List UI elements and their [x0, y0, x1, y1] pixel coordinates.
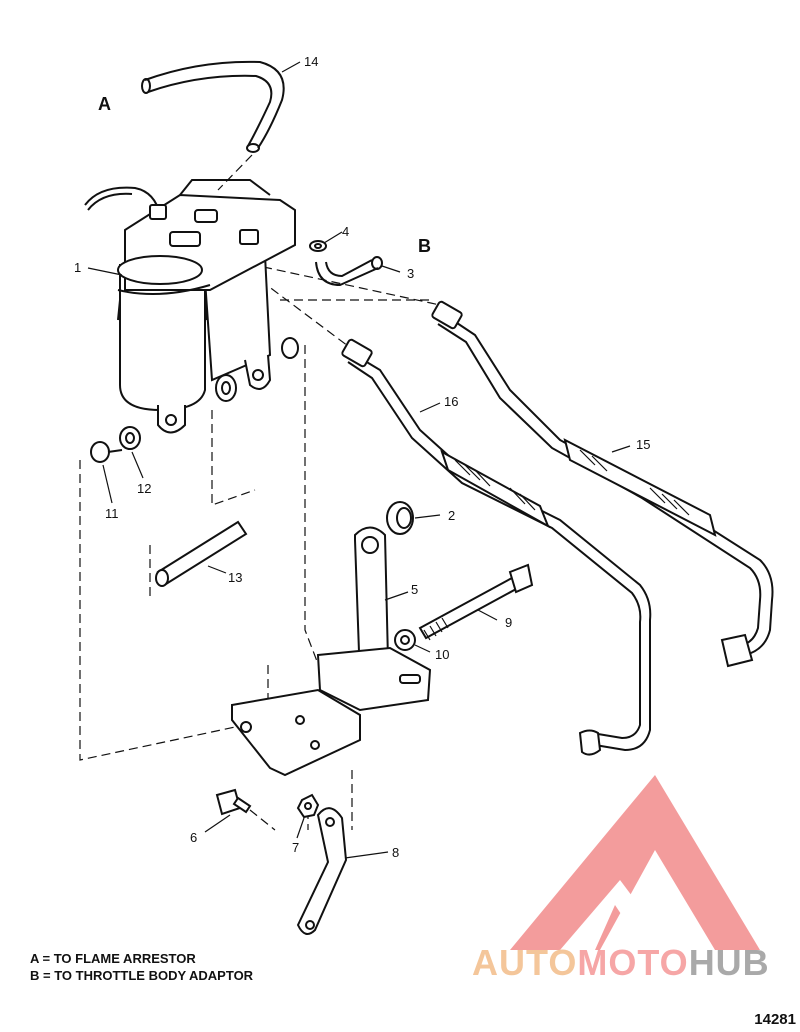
legend: A = TO FLAME ARRESTOR B = TO THROTTLE BO…	[30, 950, 253, 984]
bolt-9	[418, 563, 534, 641]
nut-7	[296, 793, 320, 819]
callout-6: 6	[190, 830, 197, 845]
letter-b: B	[418, 236, 431, 256]
grommet-12	[119, 426, 141, 450]
callout-16: 16	[444, 394, 458, 409]
fuel-canister-1	[84, 179, 296, 434]
bracket-8	[296, 807, 348, 935]
callout-15: 15	[636, 437, 650, 452]
bracket-5	[231, 526, 432, 777]
watermark-text: AUTOMOTOHUB	[472, 942, 770, 984]
callout-11: 11	[105, 506, 119, 521]
dashed-guides	[79, 154, 441, 831]
callout-10: 10	[435, 647, 449, 662]
callout-2: 2	[448, 508, 455, 523]
screw-11	[90, 441, 123, 463]
legend-b: B = TO THROTTLE BODY ADAPTOR	[30, 968, 254, 983]
callout-9: 9	[505, 615, 512, 630]
washer-10	[394, 629, 416, 651]
clamp-4	[309, 240, 327, 252]
fuel-line-16	[341, 338, 652, 756]
callout-4: 4	[342, 224, 349, 239]
callout-8: 8	[392, 845, 399, 860]
legend-a: A = TO FLAME ARRESTOR	[30, 951, 196, 966]
bolt-6	[215, 788, 252, 816]
callout-5: 5	[411, 582, 418, 597]
letter-a: A	[98, 94, 111, 114]
spacer-13	[155, 520, 248, 587]
hose-3	[315, 256, 383, 287]
callout-13: 13	[228, 570, 242, 585]
hose-14	[141, 60, 285, 153]
callout-7: 7	[292, 840, 299, 855]
drawing-number: 14281	[754, 1011, 796, 1028]
canister-grommets	[215, 337, 299, 402]
watermark-logo	[510, 775, 760, 950]
callout-14: 14	[304, 54, 318, 69]
watermark-moto: MOTO	[577, 942, 689, 983]
grommet-2	[386, 501, 414, 535]
watermark-hub: HUB	[688, 942, 770, 983]
fuel-line-15	[431, 300, 774, 668]
callout-3: 3	[407, 266, 414, 281]
leader-lines	[87, 61, 631, 859]
callout-12: 12	[137, 481, 151, 496]
watermark-auto: AUTO	[472, 942, 578, 983]
callout-1: 1	[74, 260, 81, 275]
